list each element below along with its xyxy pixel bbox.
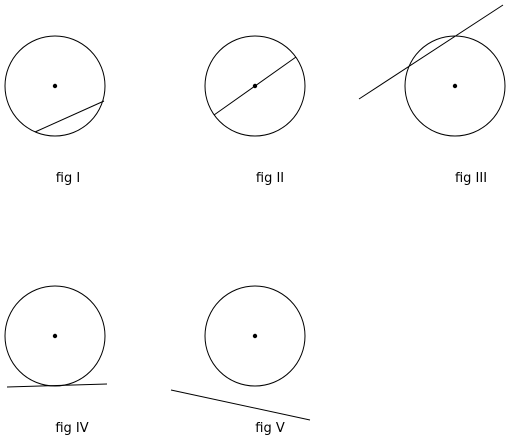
secant-line	[358, 4, 504, 100]
center-dot-3	[452, 83, 458, 89]
caption-fig-1: fig I	[55, 171, 81, 186]
circle-2	[204, 35, 306, 137]
circle-1	[4, 35, 106, 137]
caption-fig-5: fig V	[255, 421, 285, 436]
chord-line	[34, 100, 105, 133]
figure-1	[4, 35, 106, 137]
caption-fig-4: fig IV	[55, 421, 89, 436]
circle-5	[204, 285, 306, 387]
figure-5	[170, 285, 311, 421]
figure-3	[358, 4, 506, 137]
diameter-line	[213, 56, 297, 116]
non-intersecting-line	[170, 389, 311, 421]
center-dot-4	[52, 333, 58, 339]
figure-4	[4, 285, 108, 388]
center-dot-1	[52, 83, 58, 89]
tangent-line	[6, 383, 108, 388]
caption-fig-2: fig II	[255, 171, 285, 186]
caption-fig-3: fig III	[454, 171, 488, 186]
center-dot-5	[252, 333, 258, 339]
figure-2	[204, 35, 306, 137]
